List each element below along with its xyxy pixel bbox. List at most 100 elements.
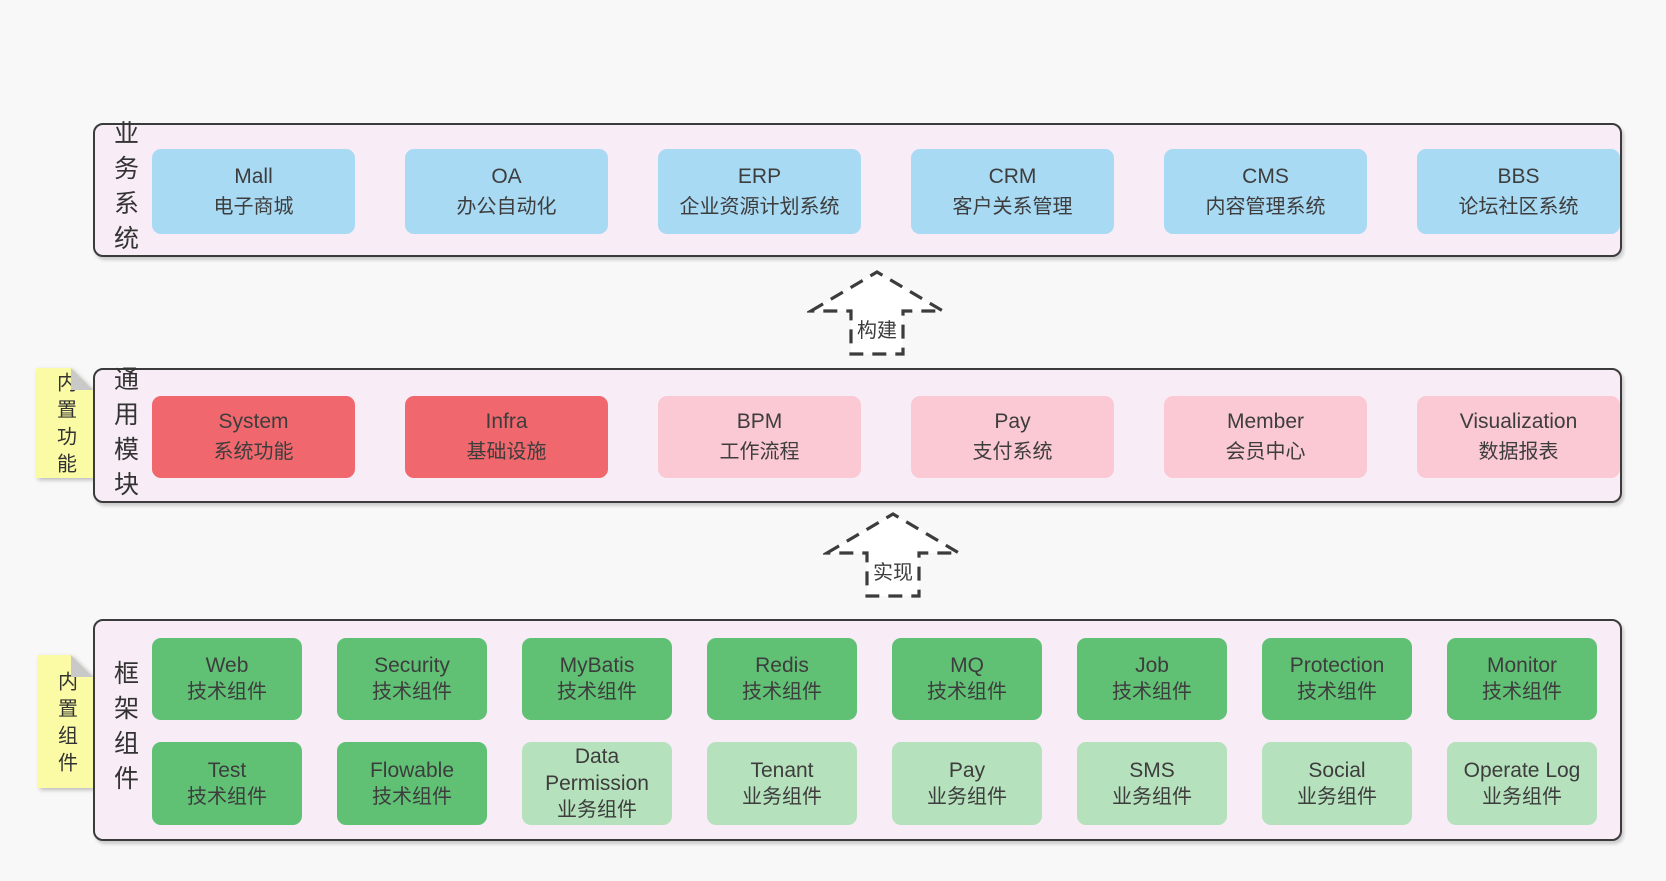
box-sms: SMS 业务组件 [1077, 742, 1227, 825]
box-monitor: Monitor 技术组件 [1447, 638, 1597, 720]
box-test: Test 技术组件 [152, 742, 302, 825]
band-common-modules: 通用模块 System 系统功能 Infra 基础设施 BPM 工作流程 Pay… [93, 366, 1622, 506]
box-title: Operate Log [1463, 758, 1581, 782]
box-job: Job 技术组件 [1077, 638, 1227, 720]
band-label-text: 业务系统 [110, 120, 139, 260]
box-subtitle: 技术组件 [187, 785, 267, 808]
box-title: Redis [755, 654, 809, 677]
box-title: MyBatis [559, 654, 635, 677]
business-box-row: Mall 电子商城 OA 办公自动化 ERP 企业资源计划系统 CRM 客户关系… [152, 149, 1620, 234]
box-visualization: Visualization 数据报表 [1417, 396, 1620, 478]
folded-corner [71, 655, 93, 677]
box-subtitle: 业务组件 [1112, 785, 1192, 808]
box-subtitle: 技术组件 [742, 681, 822, 703]
box-mybatis: MyBatis 技术组件 [522, 638, 672, 720]
band-label-text: 通用模块 [110, 365, 139, 506]
box-subtitle: 技术组件 [1297, 681, 1377, 703]
box-title: Test [207, 758, 247, 782]
box-subtitle: 业务组件 [1482, 785, 1562, 808]
box-title: Web [205, 654, 249, 677]
box-title: OA [491, 164, 522, 188]
box-title: System [218, 410, 289, 433]
sticky-note-text: 内置功能 [53, 372, 76, 480]
box-title: Mall [234, 164, 273, 188]
box-title: Job [1135, 654, 1169, 677]
box-title: MQ [950, 654, 984, 677]
box-subtitle: 系统功能 [213, 441, 294, 463]
arrow-implement: 实现 [823, 510, 963, 600]
band-label-text: 框架组件 [110, 660, 139, 800]
box-infra: Infra 基础设施 [405, 396, 608, 478]
up-arrow-shape [823, 512, 963, 598]
arrow-implement-label: 实现 [823, 556, 963, 585]
box-title: Protection [1289, 654, 1385, 677]
box-member: Member 会员中心 [1164, 396, 1367, 478]
box-pay-component: Pay 业务组件 [892, 742, 1042, 825]
box-title: BPM [736, 410, 783, 433]
box-security: Security 技术组件 [337, 638, 487, 720]
box-subtitle: 技术组件 [1482, 681, 1562, 703]
box-title: ERP [737, 164, 782, 188]
box-tenant: Tenant 业务组件 [707, 742, 857, 825]
up-arrow-shape [807, 270, 947, 356]
box-subtitle: 技术组件 [372, 785, 452, 808]
box-subtitle: 业务组件 [557, 799, 637, 821]
box-subtitle: 工作流程 [719, 441, 800, 463]
box-subtitle: 支付系统 [972, 441, 1053, 463]
box-bbs: BBS 论坛社区系统 [1417, 149, 1620, 234]
box-subtitle: 企业资源计划系统 [679, 195, 840, 218]
box-subtitle: 业务组件 [927, 785, 1007, 808]
sticky-note: 内置功能 [36, 368, 93, 478]
band-business-systems: 业务系统 Mall 电子商城 OA 办公自动化 ERP 企业资源计划系统 CRM… [93, 120, 1622, 260]
band-label-framework-components: 框架组件 [95, 621, 153, 839]
sticky-note-text: 内置组件 [54, 670, 77, 779]
box-protection: Protection 技术组件 [1262, 638, 1412, 720]
box-subtitle: 技术组件 [1112, 681, 1192, 703]
band-label-business-systems: 业务系统 [95, 120, 153, 260]
box-title: Member [1226, 410, 1305, 433]
box-mall: Mall 电子商城 [152, 149, 355, 234]
box-mq: MQ 技术组件 [892, 638, 1042, 720]
module-box-row: System 系统功能 Infra 基础设施 BPM 工作流程 Pay 支付系统… [152, 396, 1620, 478]
sticky-note: 内置组件 [38, 655, 93, 788]
box-subtitle: 技术组件 [557, 681, 637, 703]
arrow-build: 构建 [807, 268, 947, 358]
box-subtitle: 数据报表 [1478, 441, 1559, 463]
component-box-row-1: Web 技术组件 Security 技术组件 MyBatis 技术组件 Redi… [152, 638, 1597, 720]
box-title: Infra [485, 410, 528, 433]
box-subtitle: 内容管理系统 [1205, 195, 1326, 218]
box-subtitle: 会员中心 [1225, 441, 1306, 463]
box-subtitle: 论坛社区系统 [1458, 195, 1579, 218]
box-subtitle: 业务组件 [742, 785, 822, 808]
box-redis: Redis 技术组件 [707, 638, 857, 720]
box-cms: CMS 内容管理系统 [1164, 149, 1367, 234]
box-flowable: Flowable 技术组件 [337, 742, 487, 825]
box-title: Visualization [1459, 410, 1578, 433]
box-subtitle: 客户关系管理 [952, 195, 1073, 218]
box-social: Social 业务组件 [1262, 742, 1412, 825]
box-title: Data Permission [545, 745, 649, 795]
box-oa: OA 办公自动化 [405, 149, 608, 234]
box-subtitle: 技术组件 [372, 681, 452, 703]
box-subtitle: 基础设施 [466, 441, 547, 463]
box-title: Pay [948, 758, 986, 782]
box-title: CRM [988, 164, 1037, 188]
box-crm: CRM 客户关系管理 [911, 149, 1114, 234]
band-framework-components: 框架组件 Web 技术组件 Security 技术组件 MyBatis 技术组件… [93, 619, 1622, 841]
box-title: Flowable [369, 758, 455, 782]
box-title: Tenant [750, 758, 814, 782]
box-title: Pay [994, 410, 1031, 433]
box-subtitle: 电子商城 [213, 195, 294, 218]
box-title: Social [1308, 758, 1366, 782]
band-label-common-modules: 通用模块 [95, 366, 153, 506]
folded-corner [71, 368, 93, 390]
arrow-build-label: 构建 [807, 314, 947, 343]
box-title: Monitor [1486, 654, 1558, 677]
box-operate-log: Operate Log 业务组件 [1447, 742, 1597, 825]
box-system: System 系统功能 [152, 396, 355, 478]
box-web: Web 技术组件 [152, 638, 302, 720]
box-title: CMS [1242, 164, 1289, 188]
box-subtitle: 技术组件 [927, 681, 1007, 703]
box-subtitle: 技术组件 [187, 681, 267, 703]
